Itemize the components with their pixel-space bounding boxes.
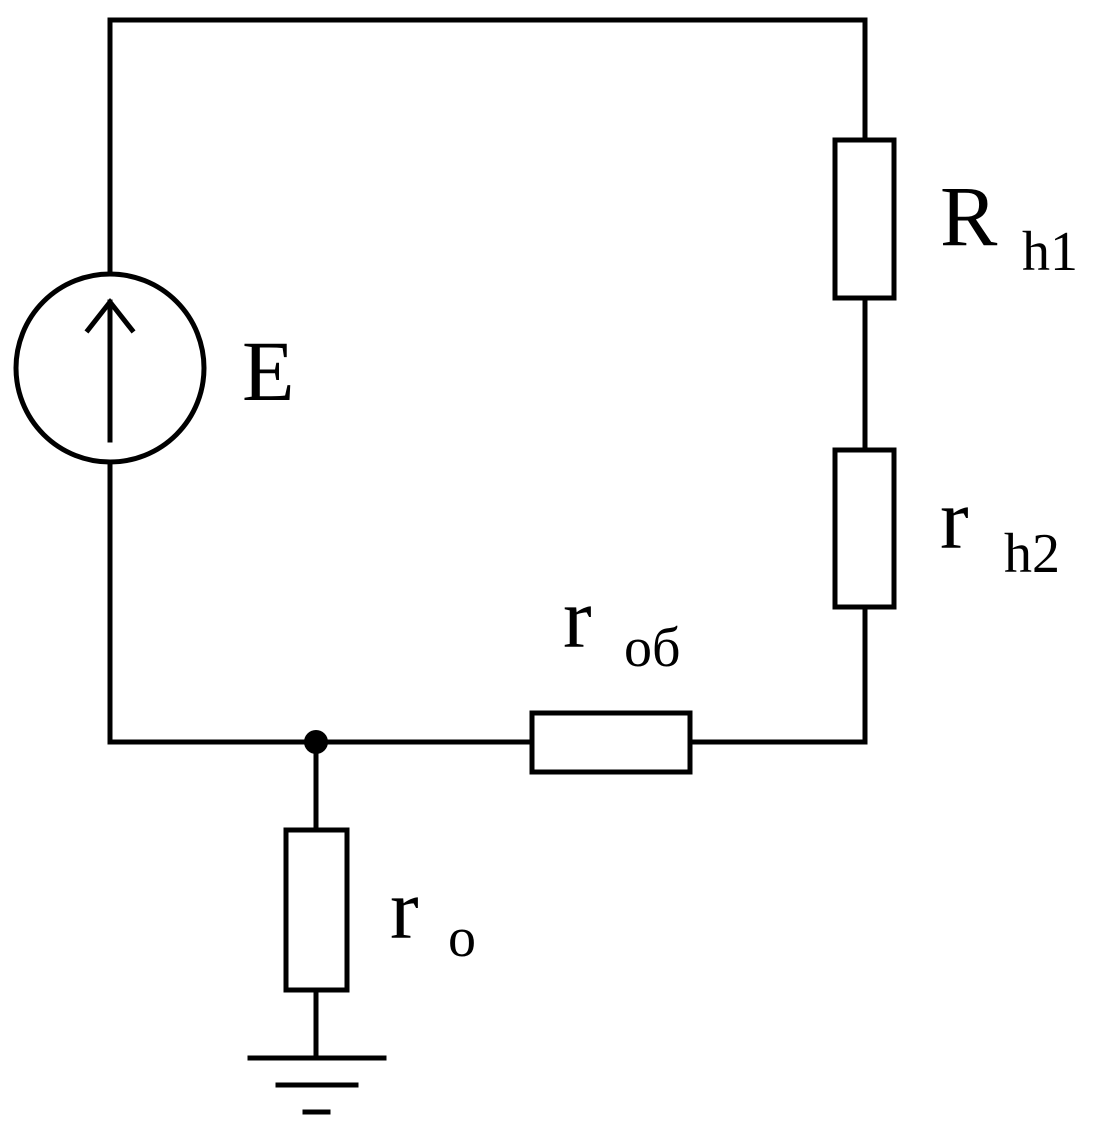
- voltage-source: [13, 271, 207, 465]
- label-r-h2-main: r: [940, 471, 969, 567]
- resistor-r-ob: [529, 710, 693, 775]
- resistor-r-o: [283, 827, 350, 993]
- label-r-h1-sub: h1: [1022, 221, 1078, 283]
- label-r-ob-main: r: [563, 570, 592, 666]
- junction-node: [304, 730, 328, 754]
- label-e: E: [242, 323, 295, 419]
- label-r-o-main: r: [390, 861, 419, 957]
- resistor-r-h2: [832, 447, 897, 610]
- left-wire-top: [107, 17, 868, 275]
- label-r-h1-main: R: [940, 168, 998, 264]
- source-arrow-icon: [84, 297, 136, 334]
- resistor-r-h1: [832, 137, 897, 301]
- circuit-wires: [107, 17, 868, 1061]
- label-r-h2-sub: h2: [1004, 523, 1060, 585]
- right-wire-bottom: [687, 604, 868, 745]
- label-r-ob-sub: об: [624, 617, 681, 679]
- label-r-o-sub: о: [448, 907, 476, 969]
- ground-icon: [247, 1055, 387, 1115]
- left-wire-bottom: [107, 461, 535, 745]
